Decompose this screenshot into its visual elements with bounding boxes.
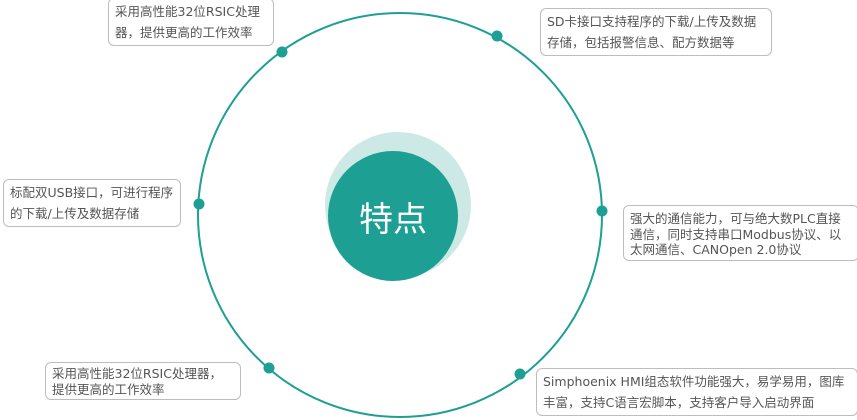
ring-dot bbox=[193, 198, 205, 210]
center-label: 特点 bbox=[359, 199, 427, 240]
feature-box-cpu-bottom: 采用高性能32位RSIC处理器，提供更高的工作效率 bbox=[45, 362, 241, 400]
ring-dot bbox=[276, 46, 288, 58]
feature-box-communication: 强大的通信能力，可与绝大数PLC直接通信，同时支持串口Modbus协议、以太网通… bbox=[623, 205, 857, 261]
ring-dot bbox=[491, 30, 503, 42]
feature-box-sd-card: SD卡接口支持程序的下载/上传及数据存储，包括报警信息、配方数据等 bbox=[540, 8, 772, 56]
ring-dot bbox=[263, 362, 275, 374]
ring-dot bbox=[514, 368, 526, 380]
center-circle bbox=[328, 151, 458, 281]
feature-box-cpu-top: 采用高性能32位RSIC处理器，提供更高的工作效率 bbox=[108, 0, 274, 46]
feature-box-software: Simphoenix HMI组态软件功能强大，易学易用，图库丰富，支持C语言宏脚… bbox=[536, 368, 857, 416]
ring-dot bbox=[596, 205, 608, 217]
feature-box-usb: 标配双USB接口，可进行程序的下载/上传及数据存储 bbox=[3, 179, 181, 227]
